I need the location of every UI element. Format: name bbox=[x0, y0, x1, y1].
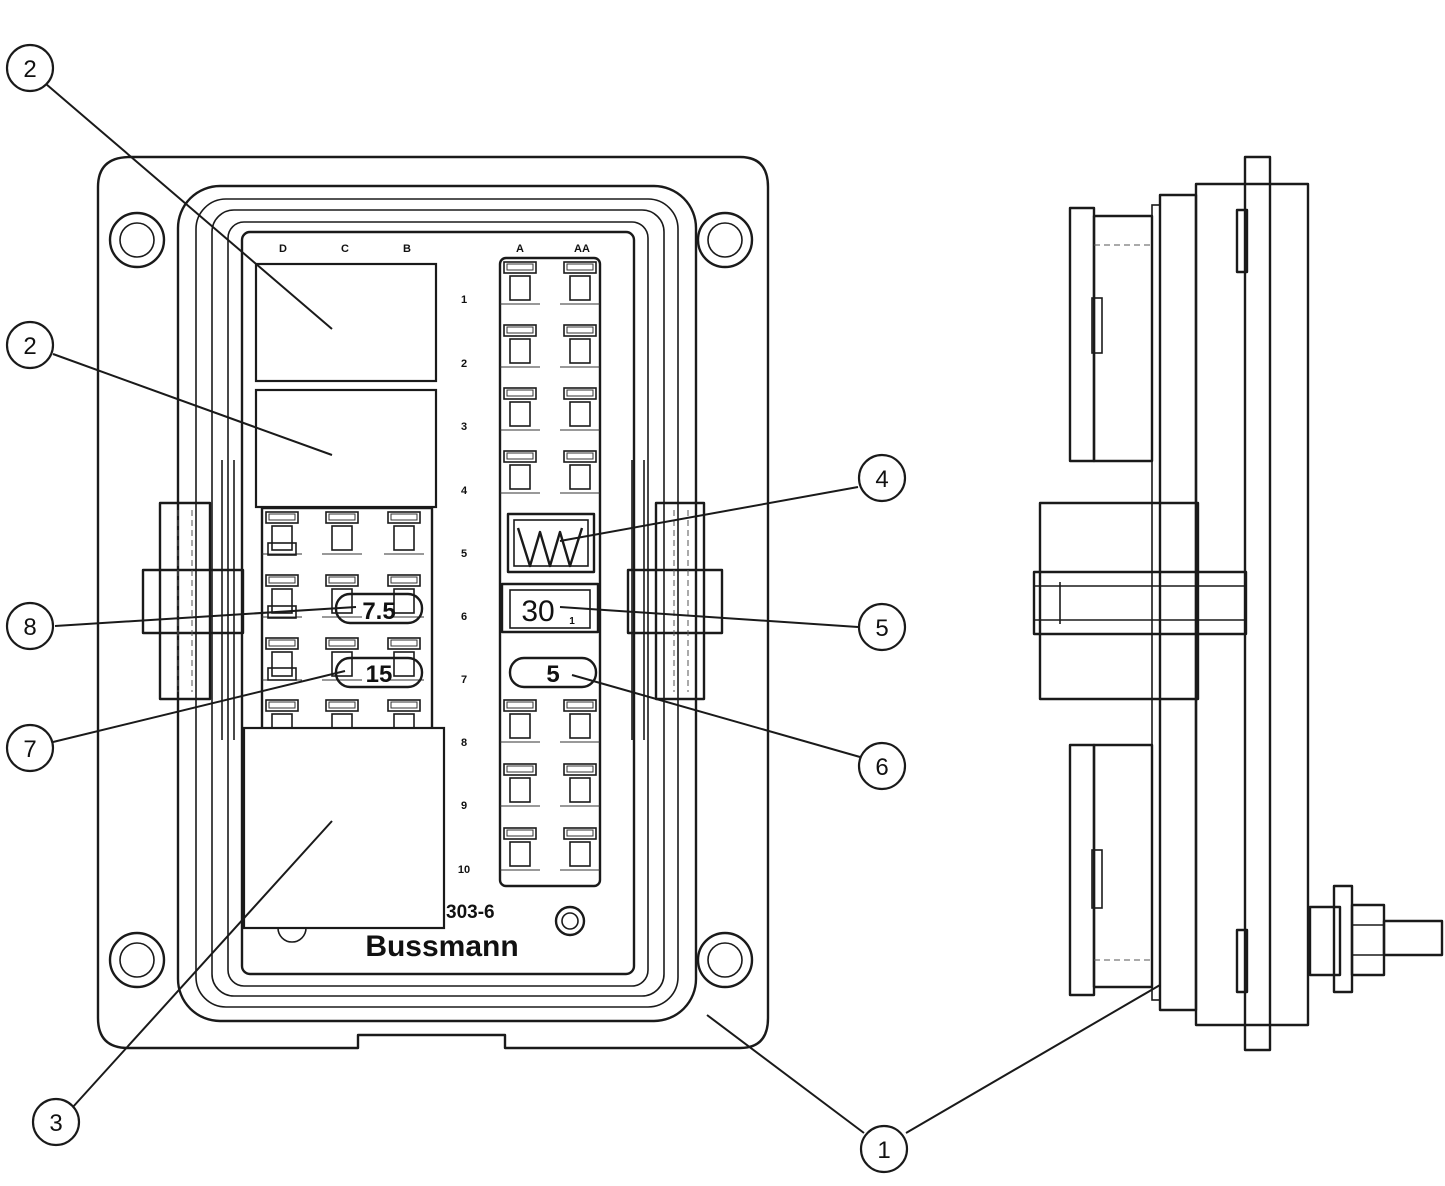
callout-label: 4 bbox=[875, 466, 888, 493]
row-label-5: 5 bbox=[461, 548, 467, 560]
row-label-7: 7 bbox=[461, 674, 467, 686]
column-label-d: D bbox=[279, 243, 287, 255]
callout-label: 2 bbox=[23, 56, 36, 83]
fuse-column-a-aa bbox=[498, 256, 602, 888]
row-label-2: 2 bbox=[461, 358, 467, 370]
front-view: D C B A AA 1 2 3 4 5 6 7 8 9 10 bbox=[96, 155, 770, 1050]
row-label-8: 8 bbox=[461, 737, 467, 749]
row-label-10: 10 bbox=[458, 864, 470, 876]
fuse-30-small-label: 1 bbox=[569, 616, 575, 627]
fuse-7-5-label: 7.5 bbox=[362, 598, 395, 625]
row-label-4: 4 bbox=[461, 485, 468, 497]
callout-2-middle: 2 bbox=[5, 320, 55, 370]
fuse-5-label: 5 bbox=[546, 661, 559, 688]
fuse-5: 5 bbox=[508, 656, 598, 689]
mounting-hole-top-right bbox=[696, 211, 754, 269]
callout-5: 5 bbox=[857, 602, 907, 652]
part-number-fragment: 303-6 bbox=[446, 902, 495, 923]
callout-label: 7 bbox=[23, 736, 36, 763]
callout-1: 1 bbox=[859, 1124, 909, 1174]
terminal-stud bbox=[1308, 884, 1444, 994]
mounting-hole-bottom-left bbox=[108, 931, 166, 989]
row-label-9: 9 bbox=[461, 800, 467, 812]
column-label-a: A bbox=[516, 243, 524, 255]
circuit-breaker-w bbox=[506, 512, 596, 574]
row-label-3: 3 bbox=[461, 421, 467, 433]
left-latch bbox=[141, 501, 245, 701]
callout-label: 2 bbox=[23, 333, 36, 360]
relay-bottom bbox=[242, 726, 446, 930]
callout-7: 7 bbox=[5, 723, 55, 773]
mounting-hole-bottom-right bbox=[696, 931, 754, 989]
callout-label: 3 bbox=[49, 1110, 62, 1137]
callout-label: 6 bbox=[875, 754, 888, 781]
vent-hole bbox=[554, 905, 586, 937]
side-view bbox=[1032, 155, 1444, 1052]
fuse-15-label: 15 bbox=[366, 661, 393, 688]
callout-label: 8 bbox=[23, 614, 36, 641]
mounting-hole-top-left bbox=[108, 211, 166, 269]
relay-top bbox=[254, 262, 438, 383]
fuse-7-5: 7.5 bbox=[334, 592, 424, 625]
callout-6: 6 bbox=[857, 741, 907, 791]
callouts: 2 2 8 7 3 4 5 6 bbox=[5, 43, 1161, 1174]
fuse-30-label: 30 bbox=[521, 595, 554, 628]
column-label-c: C bbox=[341, 243, 349, 255]
row-label-1: 1 bbox=[461, 294, 467, 306]
callout-2-top: 2 bbox=[5, 43, 55, 93]
fuse-15: 15 bbox=[334, 656, 424, 689]
column-label-aa: AA bbox=[574, 243, 590, 255]
relay-middle bbox=[254, 388, 438, 509]
right-latch bbox=[626, 501, 724, 701]
callout-label: 1 bbox=[877, 1137, 890, 1164]
callout-8: 8 bbox=[5, 601, 55, 651]
callout-3: 3 bbox=[31, 1097, 81, 1147]
callout-4: 4 bbox=[857, 453, 907, 503]
callout-label: 5 bbox=[875, 615, 888, 642]
row-label-6: 6 bbox=[461, 611, 467, 623]
column-label-b: B bbox=[403, 243, 411, 255]
fuse-30: 30 1 bbox=[500, 582, 600, 634]
brand-logo-text: Bussmann bbox=[365, 930, 518, 963]
